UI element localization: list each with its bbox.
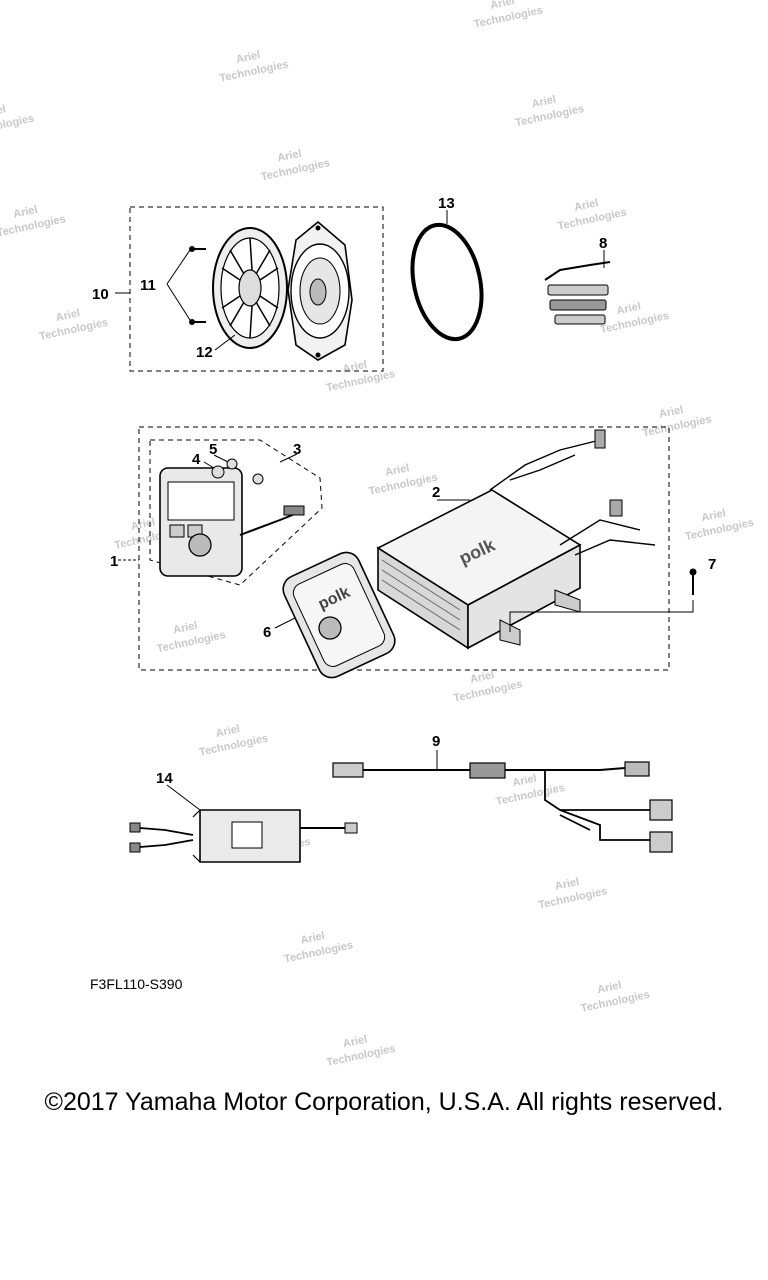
svg-text:Ariel: Ariel <box>573 197 599 214</box>
leader-14 <box>166 784 201 811</box>
head-unit-amplifier: polk <box>376 429 656 650</box>
leader-4 <box>203 461 215 469</box>
svg-text:Ariel: Ariel <box>489 0 515 12</box>
svg-text:Ariel: Ariel <box>172 620 198 637</box>
speaker-grille <box>212 227 288 349</box>
speaker-gasket <box>410 222 484 342</box>
svg-text:Ariel: Ariel <box>215 723 241 740</box>
group-10-dashed-box <box>129 206 384 372</box>
callout-4: 4 <box>192 451 201 468</box>
control-head <box>159 467 305 577</box>
callout-5: 5 <box>209 441 217 458</box>
callout-11: 11 <box>140 277 156 294</box>
leader-7 <box>509 600 694 632</box>
speaker-screws <box>166 246 206 325</box>
svg-text:Ariel: Ariel <box>55 307 81 324</box>
leader-5 <box>213 454 229 463</box>
svg-text:Technologies: Technologies <box>0 213 67 239</box>
control-cover: polk <box>282 551 396 679</box>
group-3-dashed-outline <box>149 439 323 586</box>
svg-text:Ariel: Ariel <box>511 772 537 789</box>
svg-text:Ariel: Ariel <box>700 507 726 524</box>
svg-text:Ariel: Ariel <box>554 876 580 893</box>
leader-12 <box>214 334 236 351</box>
copyright-notice: ©2017 Yamaha Motor Corporation, U.S.A. A… <box>44 1088 724 1116</box>
callout-10: 10 <box>92 286 109 303</box>
svg-text:Ariel: Ariel <box>299 930 325 947</box>
svg-text:Ariel: Ariel <box>616 300 642 317</box>
mounting-screw <box>689 568 697 595</box>
callout-7: 7 <box>708 556 716 573</box>
callout-2: 2 <box>432 484 440 501</box>
svg-text:Ariel: Ariel <box>342 1033 368 1050</box>
callout-13: 13 <box>438 195 455 212</box>
svg-text:Ariel: Ariel <box>342 359 368 376</box>
svg-text:Ariel: Ariel <box>12 204 38 221</box>
callout-3: 3 <box>293 441 301 458</box>
svg-text:Ariel: Ariel <box>469 669 495 686</box>
callout-9: 9 <box>432 733 440 750</box>
svg-text:Ariel: Ariel <box>235 49 261 66</box>
svg-text:Ariel: Ariel <box>384 462 410 479</box>
leader-6 <box>274 617 296 629</box>
svg-text:Ariel: Ariel <box>0 103 7 120</box>
svg-text:Ariel: Ariel <box>531 94 557 111</box>
svg-text:Ariel: Ariel <box>658 404 684 421</box>
callout-8: 8 <box>599 235 607 252</box>
callout-6: 6 <box>263 624 271 641</box>
leader-3 <box>279 453 298 463</box>
svg-text:Ariel: Ariel <box>276 148 302 165</box>
callout-12: 12 <box>196 344 213 361</box>
callout-1: 1 <box>110 553 118 570</box>
callout-14: 14 <box>156 770 173 787</box>
control-nut-washer <box>211 458 264 485</box>
diagram-code: F3FL110-S390 <box>90 976 183 992</box>
svg-text:Ariel: Ariel <box>130 516 156 533</box>
svg-text:Ariel: Ariel <box>596 979 622 996</box>
coaxial-speaker <box>287 220 353 361</box>
svg-text:Technologies: Technologies <box>0 113 35 139</box>
group-1-dashed-box <box>138 426 670 671</box>
power-filter-box <box>129 809 358 863</box>
speaker-harness <box>544 254 611 325</box>
audio-harness <box>332 761 673 853</box>
